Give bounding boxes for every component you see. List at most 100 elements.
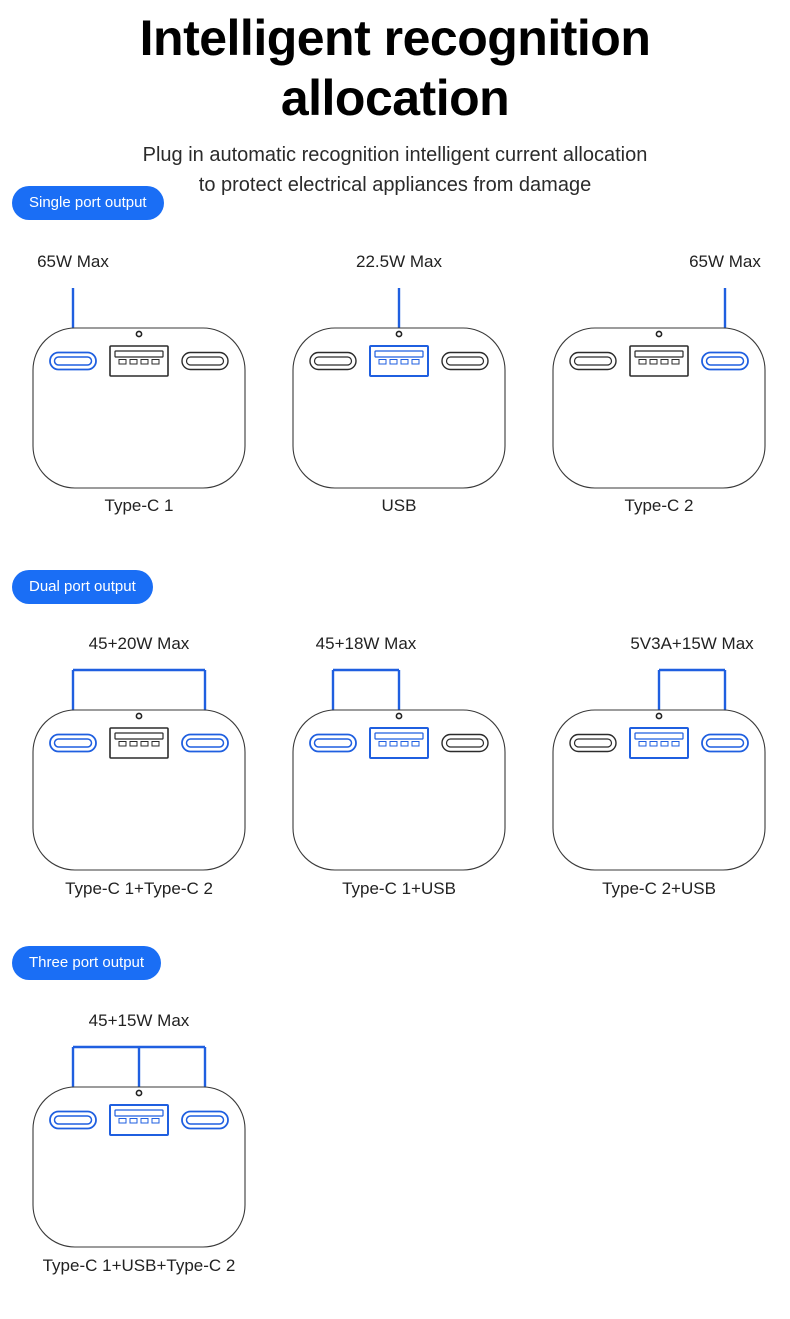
usb-a-contact-tab bbox=[400, 359, 409, 365]
usb-a-contact-tab bbox=[129, 1118, 138, 1124]
usb-a-tongue bbox=[374, 732, 424, 740]
usb-a-contact-tab bbox=[378, 741, 387, 747]
device-card-single-type-c-2: 65W Max Type-C 2 bbox=[541, 252, 777, 515]
power-label-dual-c1-usb: 45+18W Max bbox=[315, 634, 417, 653]
device-caption-single-usb: USB bbox=[381, 496, 417, 515]
device-drawing-dual-c1-c2 bbox=[32, 668, 246, 871]
page-subtitle-line-2: to protect electrical appliances from da… bbox=[198, 174, 592, 196]
usb-a-contact-tab bbox=[389, 741, 398, 747]
section-badge-three-port: Three port output bbox=[12, 946, 162, 980]
usb-a-contact-tab bbox=[389, 359, 398, 365]
page-subtitle-line-1: Plug in automatic recognition intelligen… bbox=[142, 144, 648, 166]
device-drawing-dual-c1-usb bbox=[292, 668, 506, 871]
port-usb-active[interactable] bbox=[109, 1104, 169, 1136]
usb-c-inner-tongue bbox=[445, 738, 485, 748]
page-title-line-2: allocation bbox=[280, 70, 510, 126]
usb-a-contact-tab bbox=[129, 359, 138, 365]
usb-c-inner-tongue bbox=[185, 1115, 225, 1125]
usb-a-contact-tab bbox=[411, 741, 420, 747]
usb-a-contact-tab bbox=[118, 741, 127, 747]
usb-a-contact-tab bbox=[671, 741, 680, 747]
usb-c-inner-tongue bbox=[445, 356, 485, 366]
power-label-single-type-c-2: 65W Max bbox=[689, 252, 761, 271]
usb-a-tongue bbox=[114, 350, 164, 358]
port-type-c-1[interactable] bbox=[569, 351, 617, 371]
port-usb[interactable] bbox=[629, 345, 689, 377]
usb-a-contact-tab bbox=[660, 359, 669, 365]
device-card-triple-all: 45+15W Max Type-C 1+USB+Type-C 2 bbox=[21, 1011, 257, 1275]
port-type-c-2-active[interactable] bbox=[701, 351, 749, 371]
led-indicator-icon bbox=[655, 330, 663, 338]
device-caption-dual-c1-c2: Type-C 1+Type-C 2 bbox=[65, 879, 213, 898]
port-type-c-1[interactable] bbox=[569, 733, 617, 753]
port-usb-active[interactable] bbox=[369, 345, 429, 377]
device-card-single-usb: 22.5W Max USB bbox=[281, 252, 517, 515]
port-type-c-2-active[interactable] bbox=[181, 1110, 229, 1130]
usb-a-contact-tab bbox=[638, 359, 647, 365]
usb-a-contact-tab bbox=[151, 1118, 160, 1124]
port-type-c-2-active[interactable] bbox=[181, 733, 229, 753]
port-type-c-2[interactable] bbox=[441, 733, 489, 753]
usb-c-inner-tongue bbox=[53, 1115, 93, 1125]
port-type-c-1-active[interactable] bbox=[49, 733, 97, 753]
usb-c-inner-tongue bbox=[705, 356, 745, 366]
power-label-single-usb: 22.5W Max bbox=[356, 252, 442, 271]
usb-c-inner-tongue bbox=[313, 738, 353, 748]
led-indicator-icon bbox=[135, 712, 143, 720]
port-usb[interactable] bbox=[109, 727, 169, 759]
port-type-c-2-active[interactable] bbox=[701, 733, 749, 753]
usb-c-inner-tongue bbox=[53, 356, 93, 366]
led-indicator-icon bbox=[135, 330, 143, 338]
led-indicator-icon bbox=[395, 330, 403, 338]
power-label-dual-c2-usb: 5V3A+15W Max bbox=[630, 634, 754, 653]
device-drawing-single-usb bbox=[292, 288, 506, 489]
led-indicator-icon bbox=[135, 1089, 143, 1097]
usb-a-contact-tab bbox=[129, 741, 138, 747]
usb-a-tongue bbox=[374, 350, 424, 358]
usb-a-tongue bbox=[114, 732, 164, 740]
usb-a-contact-tab bbox=[411, 359, 420, 365]
usb-a-contact-tab bbox=[649, 741, 658, 747]
page-title-line-1: Intelligent recognition bbox=[139, 10, 651, 66]
device-card-dual-c1-c2: 45+20W Max Type-C 1+Type-C 2 bbox=[21, 634, 257, 898]
port-usb-active[interactable] bbox=[369, 727, 429, 759]
usb-a-contact-tab bbox=[151, 359, 160, 365]
device-drawing-single-type-c-1 bbox=[32, 288, 246, 489]
section-badge-single-port: Single port output bbox=[12, 186, 164, 220]
port-type-c-1[interactable] bbox=[309, 351, 357, 371]
port-type-c-1-active[interactable] bbox=[49, 1110, 97, 1130]
device-drawing-single-type-c-2 bbox=[552, 288, 766, 489]
device-caption-dual-c2-usb: Type-C 2+USB bbox=[602, 879, 716, 898]
usb-a-contact-tab bbox=[638, 741, 647, 747]
usb-c-inner-tongue bbox=[185, 356, 225, 366]
port-type-c-2[interactable] bbox=[181, 351, 229, 371]
device-card-dual-c2-usb: 5V3A+15W Max Type-C 2+USB bbox=[541, 634, 777, 898]
port-type-c-2[interactable] bbox=[441, 351, 489, 371]
usb-a-contact-tab bbox=[400, 741, 409, 747]
device-caption-single-type-c-1: Type-C 1 bbox=[104, 496, 174, 515]
device-caption-triple-all: Type-C 1+USB+Type-C 2 bbox=[42, 1256, 236, 1275]
page-title: Intelligent recognition allocation bbox=[0, 8, 790, 128]
usb-a-contact-tab bbox=[378, 359, 387, 365]
usb-a-tongue bbox=[634, 732, 684, 740]
device-drawing-dual-c2-usb bbox=[552, 668, 766, 871]
device-card-dual-c1-usb: 45+18W Max Type-C 1+USB bbox=[281, 634, 517, 898]
usb-a-contact-tab bbox=[140, 1118, 149, 1124]
section-badge-dual-port: Dual port output bbox=[12, 570, 153, 604]
port-usb-active[interactable] bbox=[629, 727, 689, 759]
usb-a-tongue bbox=[114, 1109, 164, 1117]
usb-a-contact-tab bbox=[140, 359, 149, 365]
usb-c-inner-tongue bbox=[53, 738, 93, 748]
device-caption-single-type-c-2: Type-C 2 bbox=[624, 496, 694, 515]
led-indicator-icon bbox=[655, 712, 663, 720]
usb-c-inner-tongue bbox=[573, 738, 613, 748]
device-card-single-type-c-1: 65W Max Type-C 1 bbox=[21, 252, 257, 515]
port-usb[interactable] bbox=[109, 345, 169, 377]
usb-a-tongue bbox=[634, 350, 684, 358]
usb-a-contact-tab bbox=[151, 741, 160, 747]
usb-a-contact-tab bbox=[118, 1118, 127, 1124]
port-type-c-1-active[interactable] bbox=[309, 733, 357, 753]
port-type-c-1-active[interactable] bbox=[49, 351, 97, 371]
usb-c-inner-tongue bbox=[313, 356, 353, 366]
